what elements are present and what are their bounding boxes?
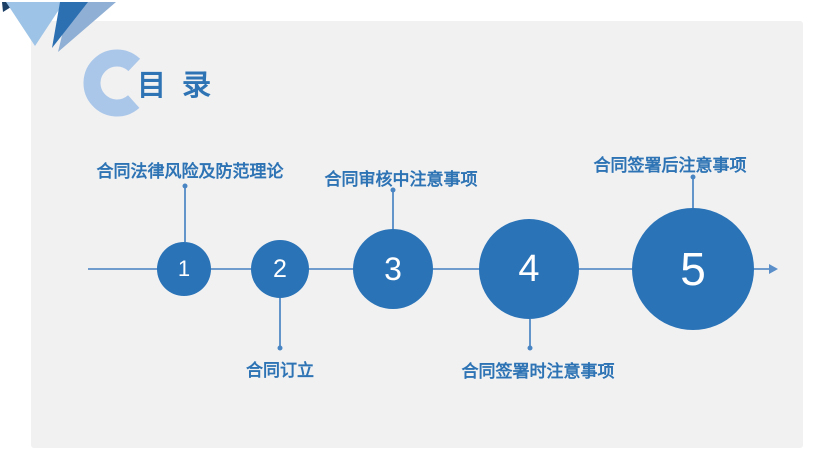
timeline-step-label-1: 合同法律风险及防范理论 — [96, 162, 284, 181]
timeline-step-label-2: 合同订立 — [246, 361, 314, 380]
step-number-4: 4 — [518, 247, 540, 290]
timeline-step-circle-5: 5 — [632, 208, 754, 330]
connector-dot-5 — [690, 174, 696, 180]
connector-dot-1 — [182, 183, 188, 189]
triangle-light — [6, 2, 64, 46]
corner-triangles-icon — [2, 2, 116, 52]
timeline-step-label-5: 合同签署后注意事项 — [593, 156, 747, 175]
step-number-5: 5 — [680, 243, 706, 295]
timeline-step-circle-4: 4 — [479, 219, 579, 319]
slide-title: 目 录 — [137, 70, 216, 102]
timeline-step-circle-1: 1 — [157, 242, 211, 296]
c-ring-icon — [83, 49, 151, 117]
triangle-dark — [52, 2, 88, 48]
step-number-2: 2 — [273, 254, 287, 283]
timeline-arrowhead-icon — [769, 264, 778, 274]
connector-dot-2 — [277, 345, 283, 351]
timeline-step-circle-3: 3 — [353, 229, 433, 309]
timeline-step-label-4: 合同签署时注意事项 — [461, 362, 615, 381]
step-number-1: 1 — [177, 256, 191, 281]
timeline-step-label-3: 合同审核中注意事项 — [324, 170, 478, 189]
connector-dot-3 — [390, 187, 396, 193]
step-number-3: 3 — [384, 250, 402, 287]
timeline-step-circle-2: 2 — [251, 240, 309, 298]
connector-dot-4 — [527, 345, 533, 351]
